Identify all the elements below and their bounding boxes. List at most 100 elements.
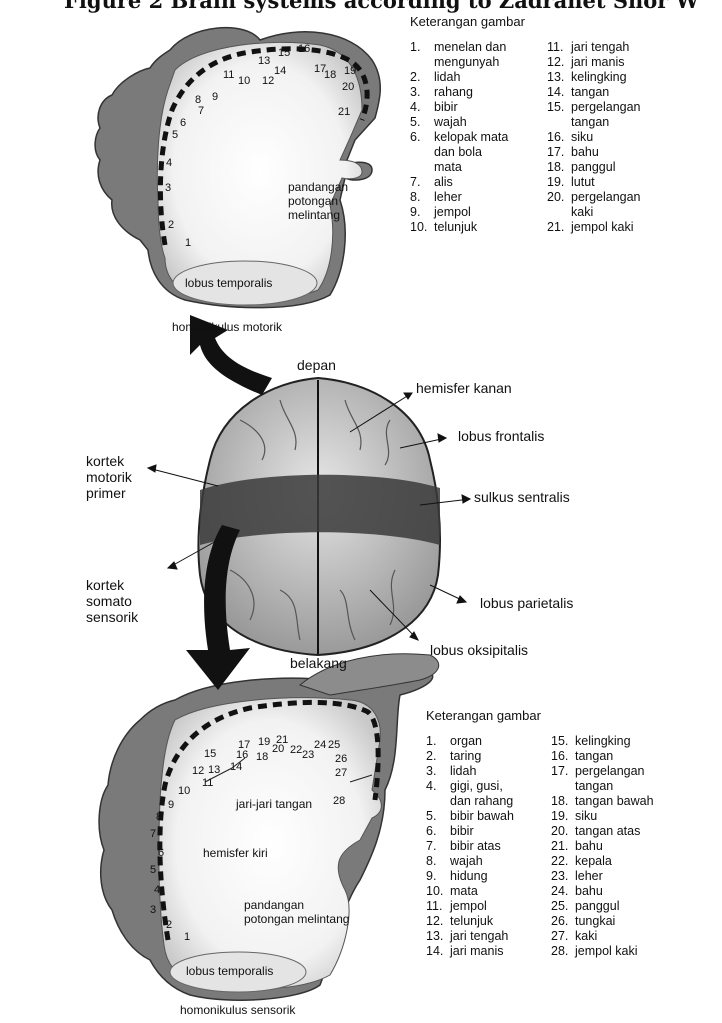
legend-item-number: 26.: [551, 914, 575, 929]
number-marker: 3: [165, 183, 171, 194]
fingers-label: jari-jari tangan: [236, 797, 312, 811]
number-marker: 8: [156, 812, 162, 823]
legend-item-number: 11.: [547, 40, 571, 55]
legend-item-text: bahu: [571, 145, 599, 160]
number-marker: 12: [262, 76, 274, 87]
legend-item-text: tangan atas: [575, 824, 640, 839]
legend-item: 9.hidung: [426, 869, 514, 884]
number-marker: 3: [150, 905, 156, 916]
legend-item: 15.kelingking: [551, 734, 654, 749]
legend-item-number: 16.: [547, 130, 571, 145]
legend-item-text: taring: [450, 749, 481, 764]
legend-item: 13.kelingking: [547, 70, 641, 85]
legend-item-text: jari manis: [450, 944, 504, 959]
legend-item: 22.kepala: [551, 854, 654, 869]
number-marker: 24: [314, 740, 326, 751]
number-marker: 4: [166, 158, 172, 169]
left-hemisphere-label: hemisfer kiri: [203, 846, 268, 860]
legend-item-number: 1.: [426, 734, 450, 749]
legend-item-text: leher: [575, 869, 603, 884]
legend-item: 16.siku: [547, 130, 641, 145]
parietal-lobe-label: lobus parietalis: [480, 595, 573, 611]
legend-item-number: 15.: [547, 100, 571, 130]
legend-item: 27.kaki: [551, 929, 654, 944]
legend-item: 2.lidah: [410, 70, 508, 85]
legend-item-text: kelingking: [575, 734, 631, 749]
legend-item-text: tangan: [571, 85, 609, 100]
legend-item-text: hidung: [450, 869, 488, 884]
number-marker: 11: [223, 70, 234, 81]
number-marker: 18: [324, 70, 336, 81]
number-marker: 13: [208, 765, 220, 776]
legend-item: 28.jempol kaki: [551, 944, 654, 959]
legend-item: 14.tangan: [547, 85, 641, 100]
legend-item-number: 14.: [547, 85, 571, 100]
legend-item: 6.bibir: [426, 824, 514, 839]
right-hemisphere-label: hemisfer kanan: [416, 380, 512, 396]
legend-item-text: pergelangan kaki: [571, 190, 641, 220]
legend-item-number: 4.: [426, 779, 450, 809]
legend-item-text: panggul: [571, 160, 616, 175]
bottom-lobe-label: lobus temporalis: [186, 964, 273, 978]
number-marker: 13: [258, 56, 270, 67]
legend-item: 19.siku: [551, 809, 654, 824]
legend-item-text: kaki: [575, 929, 597, 944]
legend-item-text: pergelangan tangan: [571, 100, 641, 130]
bottom-legend-col1: 1.organ2.taring3.lidah4.gigi, gusi, dan …: [426, 734, 514, 959]
legend-item-text: kelingking: [571, 70, 627, 85]
legend-item-number: 16.: [551, 749, 575, 764]
number-marker: 5: [172, 130, 178, 141]
legend-item-number: 10.: [426, 884, 450, 899]
number-marker: 18: [256, 752, 268, 763]
number-marker: 21: [338, 107, 350, 118]
legend-item: 15.pergelangan tangan: [547, 100, 641, 130]
legend-item-text: tangan bawah: [575, 794, 654, 809]
legend-item-number: 21.: [551, 839, 575, 854]
legend-item-text: jempol kaki: [575, 944, 638, 959]
legend-item-number: 6.: [426, 824, 450, 839]
legend-item-text: jari manis: [571, 55, 625, 70]
legend-item: 24.bahu: [551, 884, 654, 899]
number-marker: 25: [328, 740, 340, 751]
legend-item-number: 2.: [426, 749, 450, 764]
legend-item-number: 24.: [551, 884, 575, 899]
number-marker: 26: [335, 754, 347, 765]
legend-item-number: 9.: [410, 205, 434, 220]
number-marker: 9: [168, 800, 174, 811]
number-marker: 15: [278, 48, 290, 59]
legend-item-number: 15.: [551, 734, 575, 749]
legend-item-number: 20.: [551, 824, 575, 839]
legend-item-number: 27.: [551, 929, 575, 944]
number-marker: 4: [154, 885, 160, 896]
top-caption: homunikulus motorik: [172, 320, 282, 334]
legend-item: 12.jari manis: [547, 55, 641, 70]
number-marker: 20: [342, 82, 354, 93]
legend-item-number: 11.: [426, 899, 450, 914]
legend-item-text: panggul: [575, 899, 620, 914]
legend-item-number: 4.: [410, 100, 434, 115]
legend-item: 4.gigi, gusi, dan rahang: [426, 779, 514, 809]
legend-item-number: 21.: [547, 220, 571, 235]
number-marker: 14: [230, 762, 242, 773]
legend-item: 5.bibir bawah: [426, 809, 514, 824]
legend-item-text: leher: [434, 190, 462, 205]
legend-item-number: 7.: [410, 175, 434, 190]
number-marker: 16: [236, 750, 248, 761]
number-marker: 6: [158, 848, 164, 859]
legend-item-text: jari tengah: [571, 40, 629, 55]
legend-item-text: pergelangan tangan: [575, 764, 645, 794]
top-legend-title: Keterangan gambar: [410, 14, 525, 29]
legend-item-text: jempol: [450, 899, 487, 914]
legend-item-number: 2.: [410, 70, 434, 85]
bottom-legend-col2: 15.kelingking16.tangan17.pergelangan tan…: [551, 734, 654, 959]
legend-item-text: tungkai: [575, 914, 615, 929]
legend-item: 21.jempol kaki: [547, 220, 641, 235]
legend-item-number: 25.: [551, 899, 575, 914]
primary-motor-cortex-label: kortek motorik primer: [86, 453, 132, 501]
top-legend-col1: 1.menelan dan mengunyah2.lidah3.rahang4.…: [410, 40, 508, 235]
top-section-label: pandangan potongan melintang: [288, 180, 348, 222]
somatosensory-cortex-label: kortek somato sensorik: [86, 577, 138, 625]
legend-item: 7.alis: [410, 175, 508, 190]
front-label: depan: [297, 357, 336, 373]
legend-item-text: menelan dan mengunyah: [434, 40, 506, 70]
